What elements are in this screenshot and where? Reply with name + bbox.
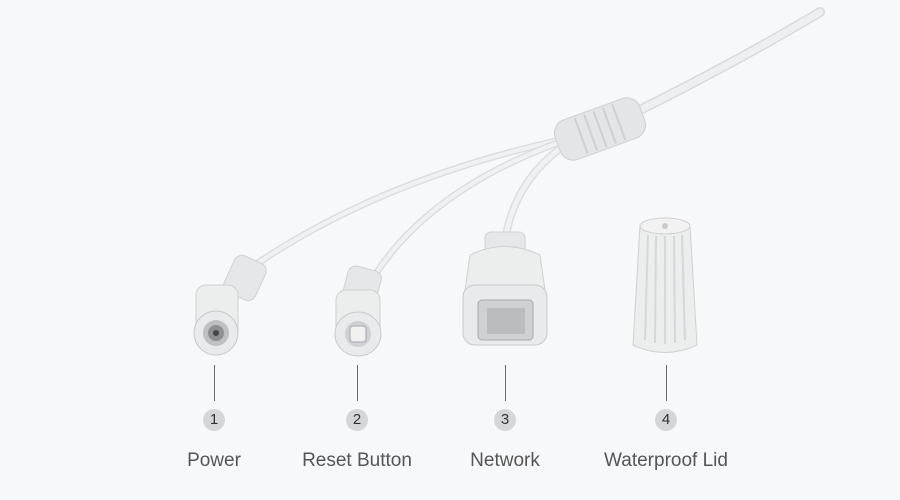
waterproof-lid: [632, 217, 698, 353]
number-badge: 4: [655, 409, 677, 431]
label-waterproof-lid: Waterproof Lid: [604, 450, 728, 471]
leader-line: [356, 365, 358, 401]
leader-line: [213, 365, 215, 401]
cable-splitter: [553, 97, 647, 161]
label-reset-button: Reset Button: [302, 450, 412, 471]
number-badge: 1: [203, 409, 225, 431]
number-badge: 2: [346, 409, 368, 431]
leader-line: [665, 365, 667, 401]
reset-connector: [334, 265, 382, 357]
label-network: Network: [470, 450, 540, 471]
network-connector: [462, 231, 548, 346]
number-badge: 3: [494, 409, 516, 431]
label-power: Power: [187, 450, 241, 471]
power-connector: [193, 254, 267, 356]
leader-line: [504, 365, 506, 401]
